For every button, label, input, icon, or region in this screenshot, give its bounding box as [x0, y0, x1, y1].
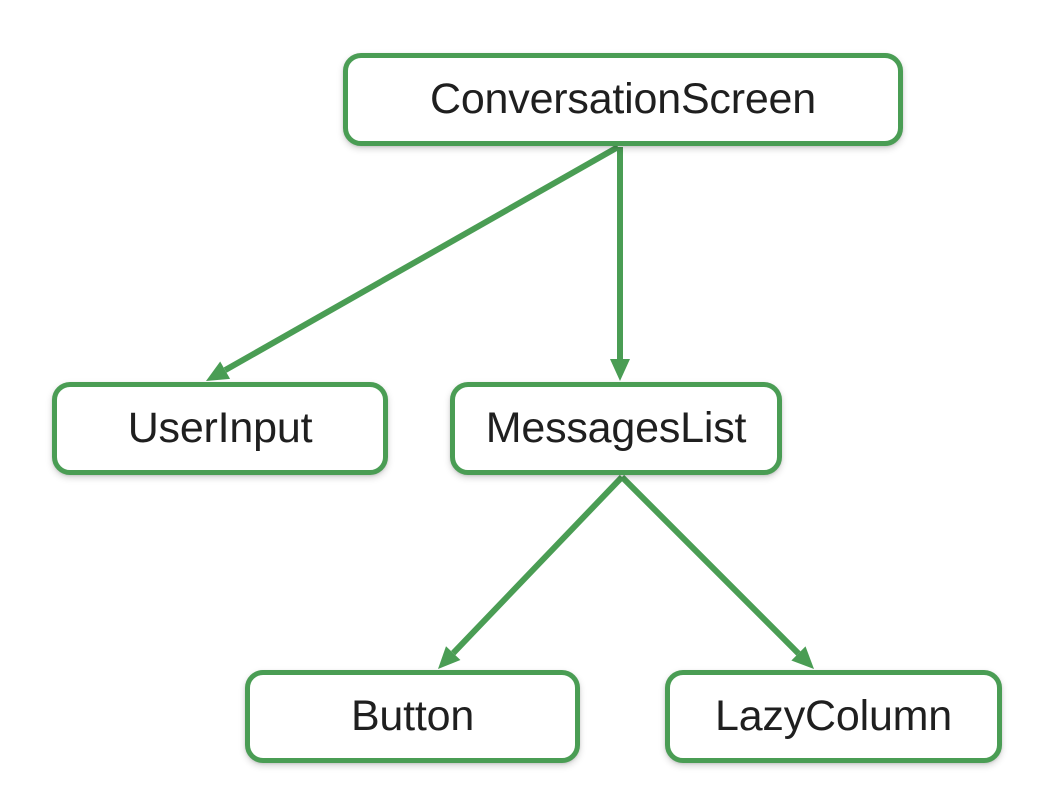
node-button[interactable]: Button [245, 670, 580, 763]
edge-messageslist-lazycolumn-shaft [619, 474, 801, 656]
node-user-input[interactable]: UserInput [52, 382, 388, 475]
edge-conversationscreen-userinput-shaft [223, 144, 620, 373]
edge-conversationscreen-userinput-arrowhead-icon [206, 361, 231, 381]
edge-messageslist-button-shaft [451, 474, 625, 656]
node-label-user-input: UserInput [127, 404, 313, 452]
node-label-conversation-screen: ConversationScreen [429, 75, 816, 123]
edge-messageslist-lazycolumn [619, 474, 814, 669]
node-messages-list[interactable]: MessagesList [450, 382, 782, 475]
edge-conversationscreen-messageslist [610, 147, 630, 381]
edge-conversationscreen-userinput [206, 144, 620, 381]
node-lazy-column[interactable]: LazyColumn [665, 670, 1002, 763]
edge-messageslist-button-arrowhead-icon [438, 646, 461, 669]
edge-messageslist-button [438, 474, 625, 669]
node-label-lazy-column: LazyColumn [715, 692, 952, 740]
edge-messageslist-lazycolumn-arrowhead-icon [791, 646, 814, 669]
edge-conversationscreen-messageslist-arrowhead-icon [610, 359, 630, 381]
node-label-messages-list: MessagesList [485, 404, 747, 452]
node-label-button: Button [350, 692, 475, 740]
node-conversation-screen[interactable]: ConversationScreen [343, 53, 903, 146]
